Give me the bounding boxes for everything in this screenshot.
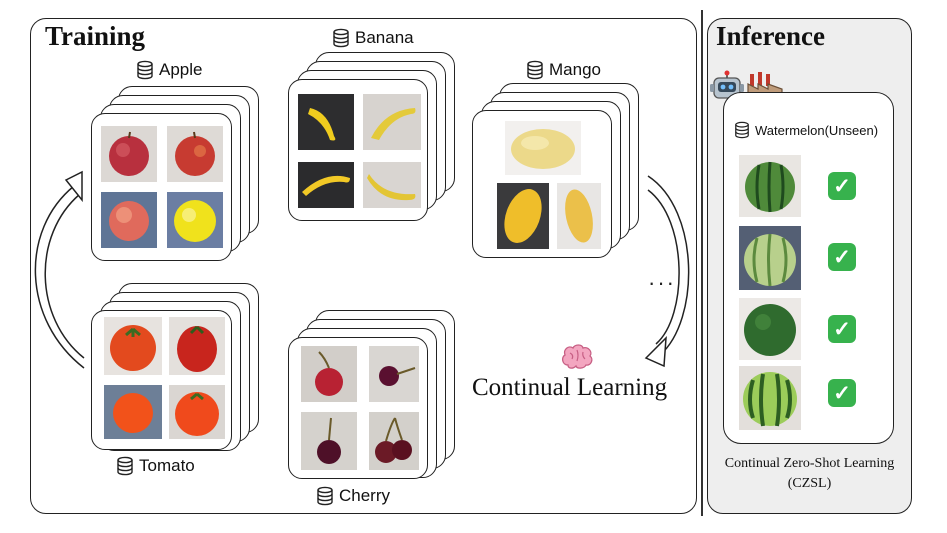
watermelon-card: Watermelon(Unseen) ✓ ✓ ✓ ✓ (723, 92, 894, 444)
check-mark-icon: ✓ (828, 379, 856, 407)
dataset-name-mango: Mango (549, 60, 601, 79)
apple-photo-2 (167, 126, 223, 182)
training-title: Training (45, 21, 146, 51)
banana-photo-1 (298, 94, 354, 150)
database-icon (317, 486, 333, 506)
training-panel: Training (30, 18, 697, 514)
mango-photo-2 (497, 183, 549, 249)
watermelon-photo-1 (739, 155, 801, 217)
banana-photo-2 (363, 94, 421, 150)
database-icon (137, 60, 153, 80)
watermelon-photo-2 (739, 226, 801, 290)
cherry-photo-2 (369, 346, 419, 402)
tomato-photo-1 (104, 317, 162, 375)
banana-photo-4 (363, 162, 421, 208)
check-mark-icon: ✓ (828, 243, 856, 271)
watermelon-photo-4 (739, 366, 801, 430)
inference-title: Inference (716, 21, 825, 51)
dataset-label-mango: Mango (526, 60, 601, 80)
dataset-name-apple: Apple (159, 60, 203, 79)
mango-photo-3 (557, 183, 601, 249)
banana-photo-3 (298, 162, 354, 208)
czsl-caption-line-2: (CZSL) (787, 476, 832, 491)
continual-learning-label: Continual Learning (472, 374, 668, 401)
czsl-caption-line-1: Continual Zero-Shot Learning (724, 456, 895, 471)
dataset-label-apple: Apple (136, 60, 202, 80)
tomato-photo-3 (104, 385, 162, 439)
dataset-label-watermelon: Watermelon(Unseen) (734, 121, 878, 139)
watermelon-photo-3 (739, 298, 801, 360)
cherry-card (288, 337, 428, 479)
banana-card (288, 79, 428, 221)
dataset-name-banana: Banana (355, 28, 414, 47)
dataset-name-watermelon: Watermelon(Unseen) (755, 122, 879, 138)
apple-photo-1 (101, 126, 157, 182)
check-mark-icon: ✓ (828, 315, 856, 343)
dataset-label-cherry: Cherry (316, 486, 390, 506)
database-icon (735, 121, 749, 139)
tomato-photo-4 (169, 385, 225, 439)
database-icon (333, 28, 349, 48)
czsl-caption: Continual Zero-Shot Learning (CZSL) (707, 454, 912, 494)
tomato-photo-2 (169, 317, 225, 375)
cherry-photo-1 (301, 346, 357, 402)
check-mark-icon: ✓ (828, 172, 856, 200)
apple-photo-4 (167, 192, 223, 248)
dataset-name-cherry: Cherry (339, 486, 391, 505)
apple-card (91, 113, 232, 261)
database-icon (117, 456, 133, 476)
more-datasets-ellipsis: ··· (648, 270, 676, 295)
mango-photo-1 (505, 121, 581, 175)
panel-divider (701, 10, 703, 516)
database-icon (527, 60, 543, 80)
dataset-label-tomato: Tomato (116, 456, 195, 476)
tomato-card (91, 310, 232, 450)
cherry-photo-4 (369, 412, 419, 470)
apple-photo-3 (101, 192, 157, 248)
cherry-photo-3 (301, 412, 357, 470)
dataset-name-tomato: Tomato (139, 456, 195, 475)
mango-card (472, 110, 612, 258)
dataset-label-banana: Banana (332, 28, 414, 48)
brain-icon (561, 344, 593, 369)
